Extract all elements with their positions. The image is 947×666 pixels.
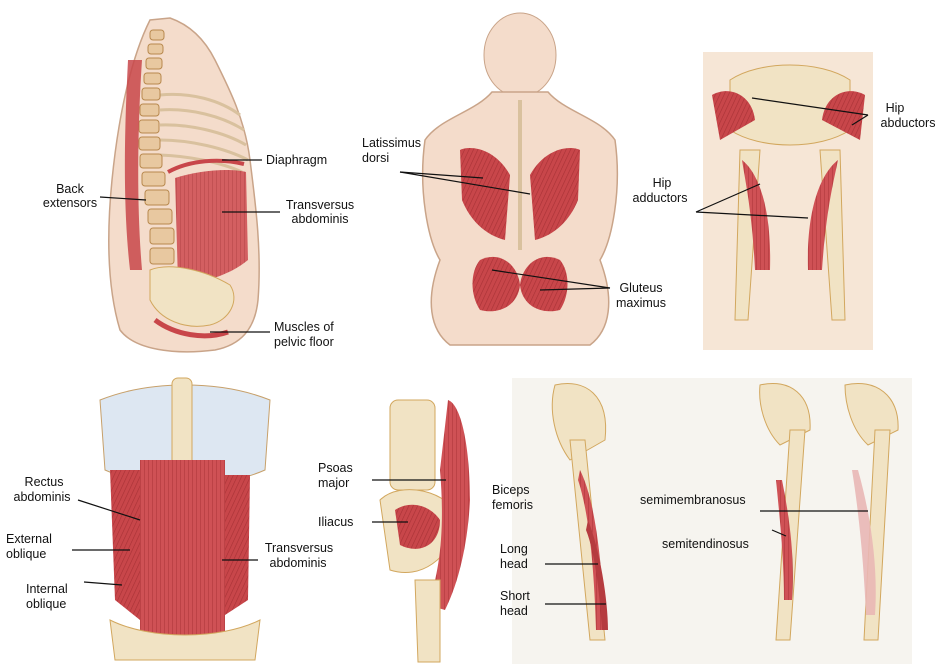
label-rectus-line2: abdominis (0, 490, 84, 504)
side-torso-panel (100, 18, 280, 352)
label-latissimus-line1: Latissimus (362, 136, 421, 150)
abdomen-panel (72, 378, 270, 660)
label-biceps-line1: Biceps (492, 483, 530, 497)
label-psoas-line1: Psoas (318, 461, 353, 475)
label-transversus-b-line2: abdominis (258, 556, 338, 570)
label-long-head-line2: head (500, 557, 528, 571)
transversus-front (225, 475, 250, 615)
label-transversus-b-line1: Transversus (256, 541, 342, 555)
label-psoas-line2: major (318, 476, 349, 490)
hip-panel (696, 52, 873, 350)
label-diaphragm: Diaphragm (266, 153, 327, 167)
label-long-head-line1: Long (500, 542, 528, 556)
back-view-panel (400, 13, 617, 345)
label-biceps-line2: femoris (492, 498, 533, 512)
label-hip-abductors-line2: abductors (872, 116, 944, 130)
label-internal-oblique-line2: oblique (26, 597, 66, 611)
label-pelvic-floor-line2: pelvic floor (274, 335, 334, 349)
label-hip-adductors-line1: Hip (628, 176, 696, 190)
label-internal-oblique-line1: Internal (26, 582, 68, 596)
psoas-panel (372, 400, 470, 662)
label-latissimus-line2: dorsi (362, 151, 389, 165)
transversus-muscle (175, 170, 248, 283)
label-short-head-line2: head (500, 604, 528, 618)
vertebrae (390, 400, 435, 490)
label-gluteus-line2: maximus (606, 296, 676, 310)
label-semimembranosus: semimembranosus (640, 493, 746, 507)
external-oblique (110, 470, 140, 620)
label-rectus-line1: Rectus (4, 475, 84, 489)
label-semitendinosus: semitendinosus (662, 537, 749, 551)
head (484, 13, 556, 97)
label-transversus-line2: abdominis (280, 212, 360, 226)
label-iliacus: Iliacus (318, 515, 353, 529)
label-back-extensors-line2: extensors (40, 196, 100, 210)
label-back-extensors-line1: Back (45, 182, 95, 196)
label-external-oblique-line1: External (6, 532, 52, 546)
label-pelvic-floor-line1: Muscles of (274, 320, 334, 334)
label-short-head-line1: Short (500, 589, 530, 603)
label-gluteus-line1: Gluteus (606, 281, 676, 295)
label-external-oblique-line2: oblique (6, 547, 46, 561)
label-hip-abductors-line1: Hip (872, 101, 918, 115)
sternum (172, 378, 192, 468)
hamstring-panel (512, 378, 912, 664)
label-transversus-line1: Transversus (280, 198, 360, 212)
label-hip-adductors-line2: adductors (620, 191, 700, 205)
rectus-abdominis (140, 460, 225, 640)
femur-psoas (415, 580, 440, 662)
